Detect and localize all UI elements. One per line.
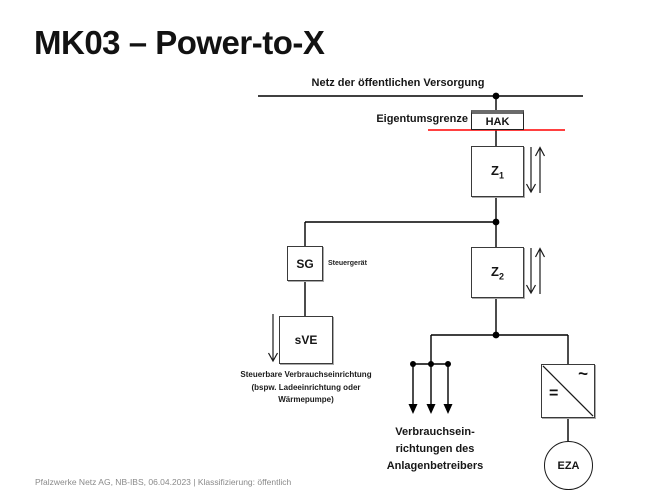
- control-down-arrow: [267, 314, 279, 363]
- junction-dot: [492, 92, 500, 100]
- eza-label: EZA: [557, 459, 580, 472]
- junction-dot: [445, 361, 451, 367]
- consumers-caption: Verbrauchsein- richtungen des Anlagenbet…: [386, 426, 484, 472]
- flow-up-arrow: [534, 247, 546, 294]
- ownership-boundary-label: Eigentumsgrenze: [376, 113, 468, 125]
- slide-footer: Pfalzwerke Netz AG, NB-IBS, 06.04.2023 |…: [35, 477, 292, 487]
- down-arrowhead: [408, 404, 418, 414]
- controllable-load-sve-box: sVE: [279, 316, 333, 364]
- junction-dot: [492, 331, 500, 339]
- sg-caption: Steuergerät: [328, 260, 367, 267]
- flow-up-arrow: [534, 146, 546, 193]
- hak-label: HAK: [485, 115, 510, 128]
- sve-label: sVE: [294, 333, 318, 347]
- eza-generator-circle: EZA: [544, 441, 593, 490]
- control-unit-sg-box: SG: [287, 246, 323, 281]
- flow-down-arrow: [525, 147, 537, 194]
- flow-down-arrow: [525, 248, 537, 295]
- junction-dot: [492, 218, 500, 226]
- junction-dot: [410, 361, 416, 367]
- meter-z1-label: Z1: [491, 162, 504, 181]
- meter-z2-box: Z2: [471, 247, 524, 298]
- inverter-box: ~ =: [541, 364, 595, 418]
- inverter-ac-symbol: ~: [578, 364, 588, 383]
- down-arrowhead: [443, 404, 453, 414]
- hak-box: HAK: [471, 110, 524, 130]
- sve-caption: Steuerbare Verbrauchseinrichtung (bspw. …: [240, 370, 372, 404]
- inverter-diagonal: [542, 365, 594, 417]
- public-grid-label: Netz der öffentlichen Versorgung: [311, 77, 485, 89]
- meter-z2-label: Z2: [491, 263, 504, 282]
- meter-z1-box: Z1: [471, 146, 524, 197]
- page-title: MK03 – Power-to-X: [34, 24, 325, 61]
- junction-dot: [428, 361, 434, 367]
- sg-label: SG: [296, 256, 314, 271]
- down-arrowhead: [426, 404, 436, 414]
- inverter-dc-symbol: =: [549, 385, 559, 402]
